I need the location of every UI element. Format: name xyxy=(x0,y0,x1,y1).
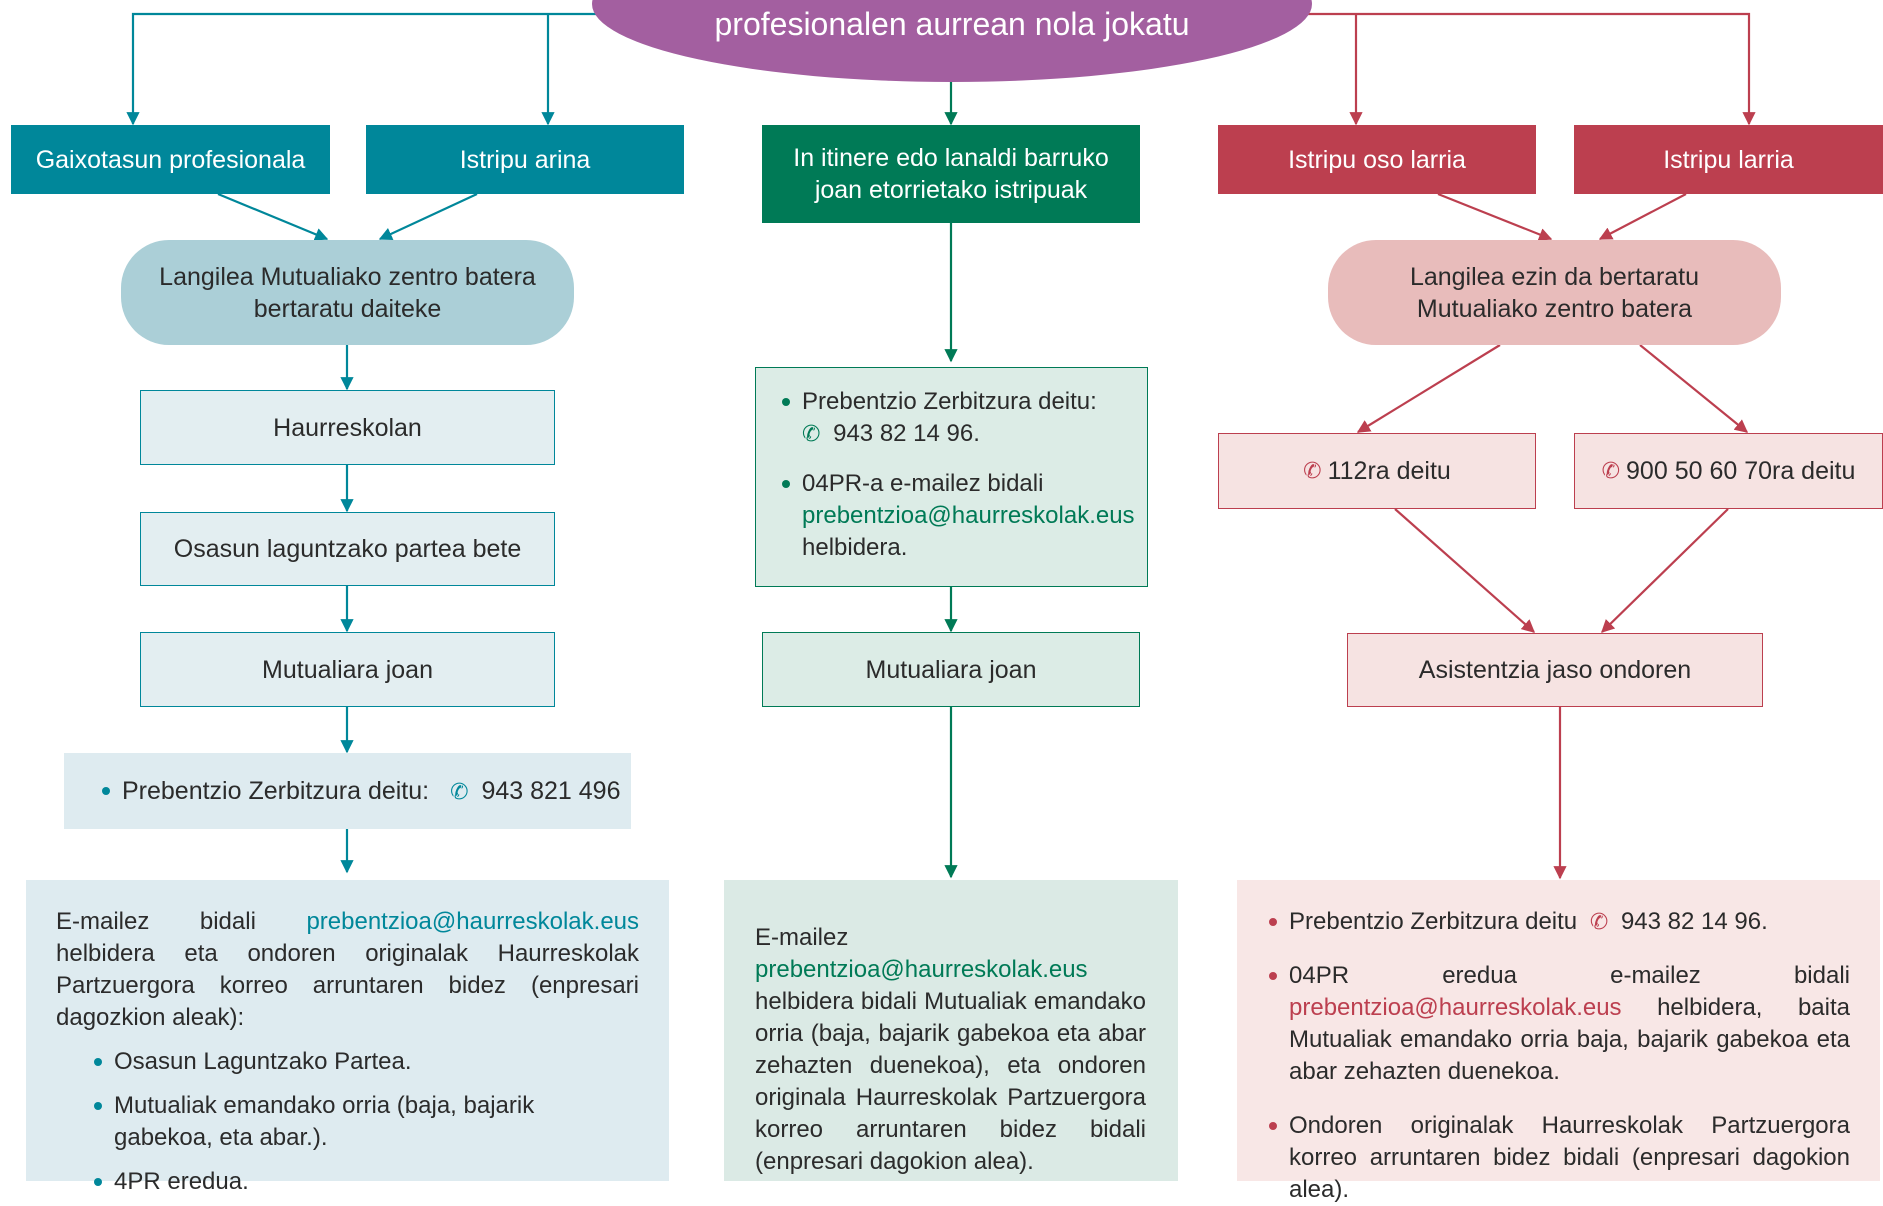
intro-text: E-mailez xyxy=(755,924,849,951)
panel-intro: E-mailez bidali prebentzioa@haurreskolak… xyxy=(56,906,639,1034)
phone-number: 943 821 496 xyxy=(481,776,621,805)
list-item: Osasun Laguntzako Partea. xyxy=(94,1046,639,1078)
item-text: helbidera, baita Mutualiak emandako orri… xyxy=(1289,994,1851,1085)
email-link[interactable]: prebentzioa@haurreskolak.eus xyxy=(306,908,640,935)
phone-icon: ✆ xyxy=(802,421,821,446)
send-text: helbidera. xyxy=(802,534,908,561)
center-contact-box: Prebentzio Zerbitzura deitu: ✆ 943 82 14… xyxy=(755,367,1148,587)
step-label: Mutualiara joan xyxy=(262,655,433,684)
header-label: Gaixotasun profesionala xyxy=(35,145,306,174)
panel-text: helbidera bidali Mutualiak emandako orri… xyxy=(755,988,1146,1175)
pill-cannot-attend: Langilea ezin da bertaratu Mutualiako ze… xyxy=(1328,240,1781,345)
connector-arrows xyxy=(126,12,1756,880)
header-label: Istripu arina xyxy=(459,145,591,174)
call-label: Prebentzio Zerbitzura deitu xyxy=(1289,908,1578,935)
intro-text: E-mailez bidali xyxy=(56,908,256,935)
header-label: Istripu oso larria xyxy=(1288,145,1466,174)
header-gaixotasun-profesionala: Gaixotasun profesionala xyxy=(11,125,330,194)
header-istripu-arina: Istripu arina xyxy=(366,125,684,194)
list-item: 4PR eredua. xyxy=(94,1166,639,1198)
diagram-title: profesionalen aurrean nola jokatu xyxy=(714,6,1190,42)
call-112-box: ✆ 112ra deitu xyxy=(1218,433,1536,509)
email-link[interactable]: prebentzioa@haurreskolak.eus xyxy=(1289,994,1622,1021)
send-text: 04PR-a e-mailez bidali xyxy=(802,470,1044,497)
instructions-panel-green: E-mailez prebentzioa@haurreskolak.eus he… xyxy=(724,880,1178,1181)
header-istripu-larria: Istripu larria xyxy=(1574,125,1883,194)
item-text: 04PR eredua e-mailez bidali xyxy=(1289,962,1850,989)
phone-icon: ✆ xyxy=(1601,458,1621,483)
panel-list: Osasun Laguntzako Partea. Mutualiak eman… xyxy=(56,1046,639,1198)
list-item: Ondoren originalak Haurreskolak Partzuer… xyxy=(1269,1110,1850,1206)
email-link[interactable]: prebentzioa@haurreskolak.eus xyxy=(755,956,1088,983)
instructions-panel-red: Prebentzio Zerbitzura deitu ✆ 943 82 14 … xyxy=(1237,880,1880,1203)
step-mutualiara-joan: Mutualiara joan xyxy=(140,632,555,707)
step-haurreskolan: Haurreskolan xyxy=(140,390,555,465)
call-label: 112ra deitu xyxy=(1327,457,1451,485)
step-label: Osasun laguntzako partea bete xyxy=(173,535,522,563)
call-900-box: ✆ 900 50 60 70ra deitu xyxy=(1574,433,1883,509)
step-label: Mutualiara joan xyxy=(865,655,1037,684)
call-prevention-teal: Prebentzio Zerbitzura deitu: ✆ 943 821 4… xyxy=(64,753,631,829)
phone-icon: ✆ xyxy=(1303,458,1322,483)
step-label: Haurreskolan xyxy=(273,413,422,442)
item-text: Ondoren originalak Haurreskolak Partzuer… xyxy=(1289,1112,1850,1203)
list-item: 04PR eredua e-mailez bidali prebentzioa@… xyxy=(1269,960,1850,1088)
step-mutualiara-joan-center: Mutualiara joan xyxy=(762,632,1140,707)
call-label: Prebentzio Zerbitzura deitu: xyxy=(122,776,430,805)
step-asistentzia: Asistentzia jaso ondoren xyxy=(1347,633,1763,707)
header-label: Istripu larria xyxy=(1663,145,1794,174)
phone-icon: ✆ xyxy=(450,778,469,804)
instructions-panel-teal: E-mailez bidali prebentzioa@haurreskolak… xyxy=(26,880,669,1195)
call-label: 900 50 60 70ra deitu xyxy=(1626,457,1856,485)
email-link[interactable]: prebentzioa@haurreskolak.eus xyxy=(802,502,1135,529)
call-item: Prebentzio Zerbitzura deitu: ✆ 943 821 4… xyxy=(102,775,620,808)
pill-can-attend: Langilea Mutualiako zentro batera bertar… xyxy=(121,240,574,345)
pill-label: Langilea ezin da bertaratu Mutualiako ze… xyxy=(1409,262,1700,323)
phone-icon: ✆ xyxy=(1589,909,1609,934)
call-label: Prebentzio Zerbitzura deitu: xyxy=(802,388,1097,415)
header-label: In itinere edo lanaldi barruko joan etor… xyxy=(793,144,1109,204)
list-item: Mutualiak emandako orria (baja, bajarik … xyxy=(94,1090,639,1154)
phone-number: 943 82 14 96. xyxy=(1620,908,1768,935)
step-osasun-laguntzako-partea: Osasun laguntzako partea bete xyxy=(140,512,555,586)
step-label: Asistentzia jaso ondoren xyxy=(1418,656,1692,684)
email-item: 04PR-a e-mailez bidali prebentzioa@haurr… xyxy=(782,468,1135,564)
pill-label: Langilea Mutualiako zentro batera bertar… xyxy=(159,262,536,323)
intro-text: helbidera eta ondoren originalak Haurres… xyxy=(56,940,639,1031)
phone-number: 943 82 14 96. xyxy=(833,420,980,447)
list-item: Prebentzio Zerbitzura deitu ✆ 943 82 14 … xyxy=(1269,906,1850,938)
call-item: Prebentzio Zerbitzura deitu: ✆ 943 82 14… xyxy=(782,386,1129,450)
header-istripu-oso-larria: Istripu oso larria xyxy=(1218,125,1536,194)
header-in-itinere: In itinere edo lanaldi barruko joan etor… xyxy=(762,125,1140,223)
